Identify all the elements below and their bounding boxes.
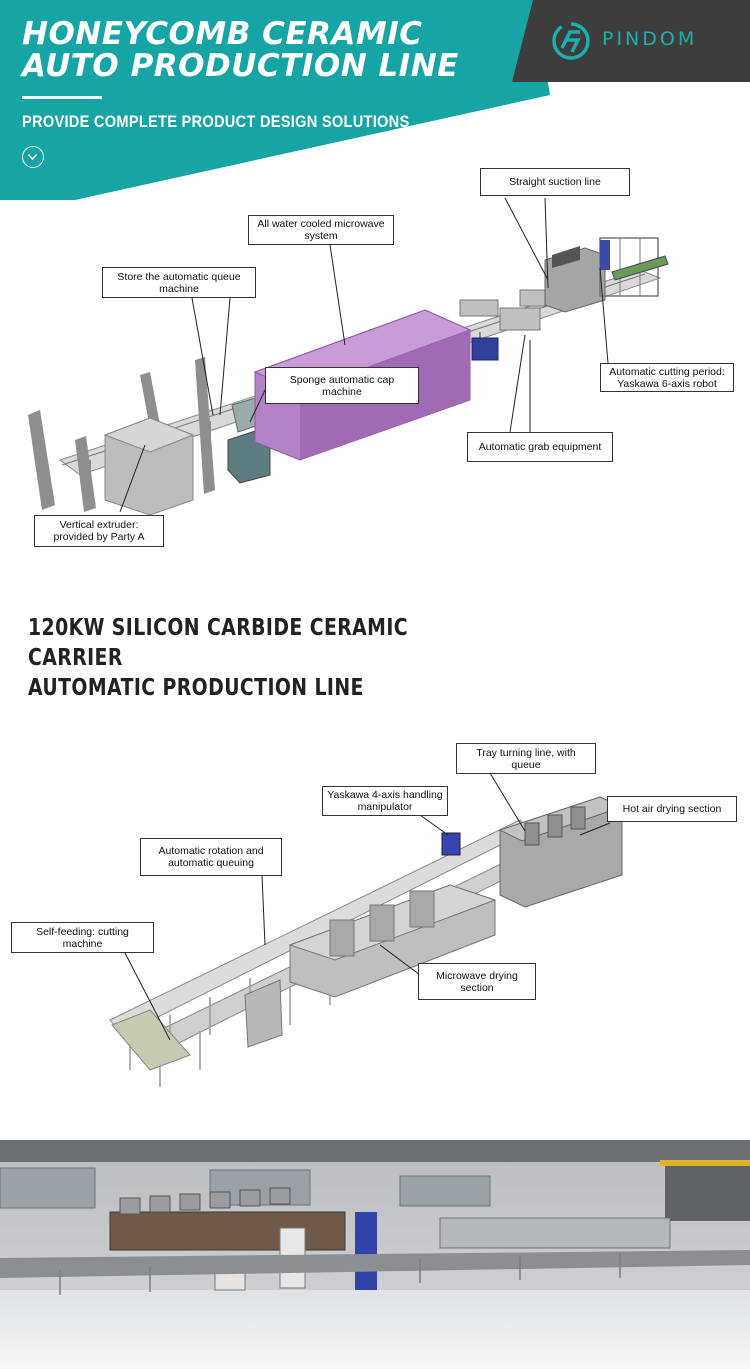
banner-background <box>0 0 750 200</box>
factory-photo <box>0 1140 750 1369</box>
callout-grab-equipment: Automatic grab equipment <box>467 432 613 462</box>
callout-rotation-queuing: Automatic rotation and automatic queuing <box>140 838 282 876</box>
brand-name: PINDOM <box>602 28 698 50</box>
silicon-carbide-line-illustration <box>109 796 624 1087</box>
title-underline <box>22 96 102 99</box>
callout-tray-turning: Tray turning line, with queue <box>456 743 596 774</box>
page-title: HONEYCOMB CERAMIC AUTO PRODUCTION LINE <box>22 16 459 84</box>
callout-leader-lines-2 <box>124 772 611 1041</box>
silicon-carbide-line-diagram: Tray turning line, with queue Yaskawa 4-… <box>0 735 750 1115</box>
callout-water-cooled-microwave: All water cooled microwave system <box>248 215 394 245</box>
callout-sponge-cap-machine: Sponge automatic cap machine <box>265 367 419 404</box>
callout-straight-suction-line: Straight suction line <box>480 168 630 196</box>
section-heading: 120KW SILICON CARBIDE CERAMIC CARRIER AU… <box>28 615 409 701</box>
chevron-down-circle-icon[interactable] <box>22 146 44 168</box>
callout-hot-air-drying: Hot air drying section <box>607 796 737 822</box>
honeycomb-line-diagram: Straight suction line All water cooled m… <box>0 160 750 560</box>
callout-microwave-drying: Microwave drying section <box>418 963 536 1000</box>
callout-vertical-extruder: Vertical extruder: provided by Party A <box>34 515 164 547</box>
header-banner: HONEYCOMB CERAMIC AUTO PRODUCTION LINE P… <box>0 0 750 200</box>
callout-yaskawa-4-axis: Yaskawa 4-axis handling manipulator <box>322 786 448 816</box>
factory-floor-image <box>0 1140 750 1369</box>
callout-leader-lines <box>119 197 609 513</box>
page-subtitle: PROVIDE COMPLETE PRODUCT DESIGN SOLUTION… <box>22 112 410 131</box>
callout-self-feeding: Self-feeding: cutting machine <box>11 922 154 953</box>
callout-queue-machine: Store the automatic queue machine <box>102 267 256 298</box>
callout-automatic-cutting: Automatic cutting period: Yaskawa 6-axis… <box>600 363 734 392</box>
